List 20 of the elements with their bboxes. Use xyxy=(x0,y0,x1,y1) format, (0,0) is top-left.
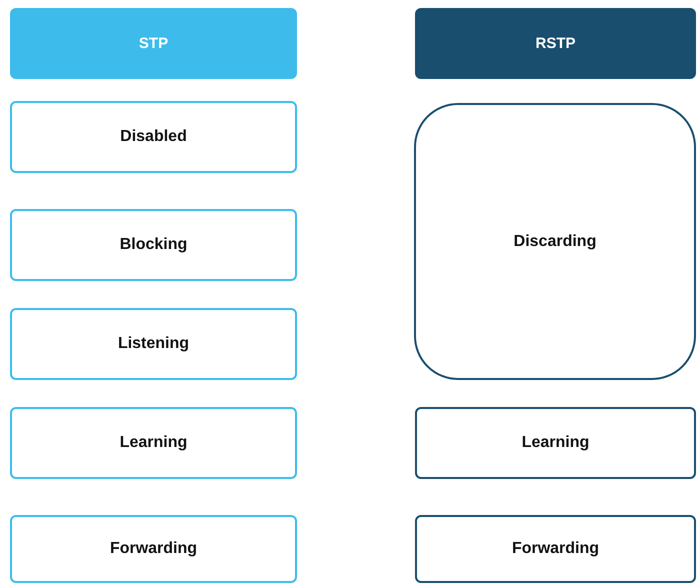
column-header xyxy=(415,8,696,79)
port-state-box xyxy=(10,515,297,583)
state-label: Discarding xyxy=(514,232,596,250)
state-label: Listening xyxy=(118,335,190,353)
state-label: Blocking xyxy=(120,236,188,254)
port-state-box xyxy=(10,308,297,380)
state-label: Forwarding xyxy=(512,540,600,558)
state-label: Learning xyxy=(522,434,590,452)
port-state-box xyxy=(415,515,696,583)
port-state-box xyxy=(10,209,297,281)
state-label: Learning xyxy=(120,434,188,452)
header-label: RSTP xyxy=(535,35,576,52)
port-state-box xyxy=(10,101,297,173)
port-state-box xyxy=(10,407,297,479)
state-label: Forwarding xyxy=(110,540,198,558)
column-header xyxy=(10,8,297,79)
port-state-box xyxy=(414,103,696,380)
state-label: Disabled xyxy=(120,128,187,146)
port-state-box xyxy=(415,407,696,479)
header-label: STP xyxy=(138,35,168,52)
